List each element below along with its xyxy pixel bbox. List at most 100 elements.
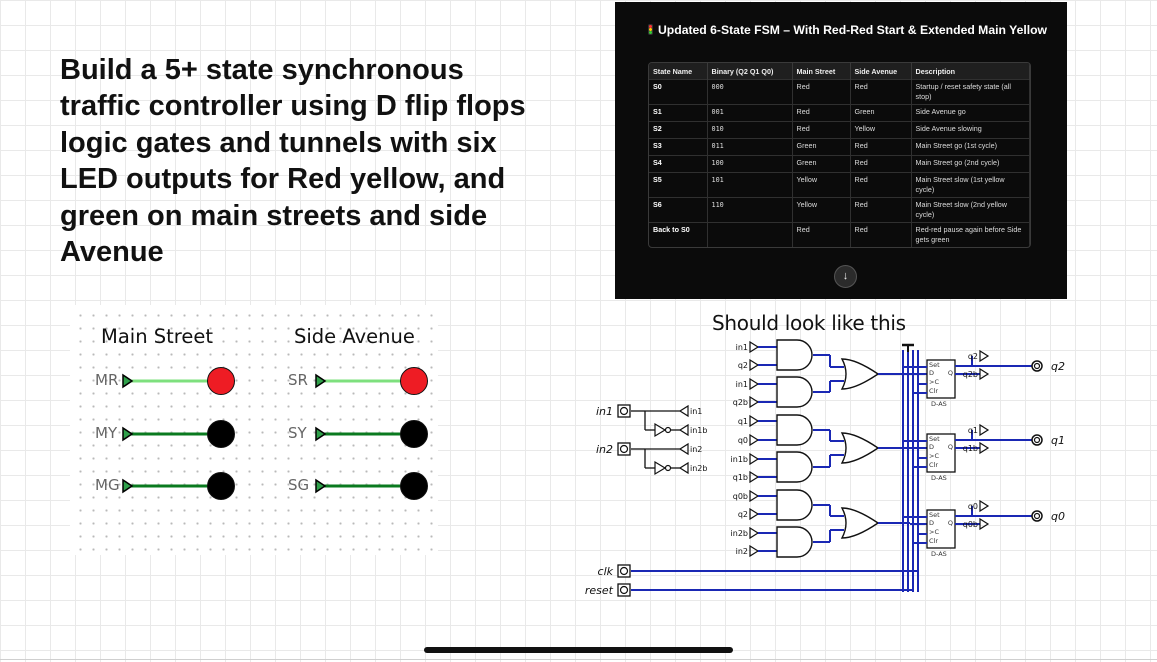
input-pin-label: reset: [585, 584, 614, 597]
tunnel-icon: [678, 461, 689, 475]
table-cell: Green: [792, 138, 851, 156]
table-cell: Red: [792, 104, 851, 122]
tunnel-label: q0: [968, 502, 978, 511]
flip-flop-pin-label: D: [929, 369, 934, 377]
table-cell: S6: [649, 197, 708, 223]
tunnel-icon: [979, 517, 990, 531]
table-cell: Side Avenue slowing: [911, 121, 1030, 139]
flip-flop-pin-label: Q: [948, 369, 953, 377]
table-cell: [707, 222, 793, 247]
led-mr: [207, 367, 235, 395]
table-cell: 100: [707, 155, 793, 173]
output-pin-label: q0: [1051, 510, 1065, 523]
scroll-down-button[interactable]: ↓: [834, 265, 857, 288]
table-cell: S0: [649, 79, 708, 105]
led-pin-label: MR: [95, 371, 119, 389]
and-gate: [776, 526, 813, 558]
table-cell: Red: [850, 138, 912, 156]
arrow-down-icon: ↓: [842, 270, 849, 282]
tunnel-icon: [749, 544, 760, 558]
tunnel-icon: [749, 470, 760, 484]
tunnel-icon: [749, 340, 760, 354]
output-pin: [1031, 434, 1043, 446]
gate-input-label: in2: [736, 547, 748, 556]
assignment-prompt: Build a 5+ state synchronous traffic con…: [60, 54, 526, 269]
table-cell: Startup / reset safety state (all stop): [911, 79, 1030, 105]
column-header: State Name: [649, 63, 708, 80]
table-cell: Main Street go (2nd cycle): [911, 155, 1030, 173]
tunnel-label: q2: [968, 352, 978, 361]
circuit-title: Should look like this: [712, 311, 906, 335]
table-cell: Red-red pause again before Side gets gre…: [911, 222, 1030, 247]
table-cell: Main Street slow (1st yellow cycle): [911, 172, 1030, 198]
flip-flop-pin-label: >C: [929, 378, 939, 386]
table-cell: 001: [707, 104, 793, 122]
gate-input-label: in1: [736, 380, 748, 389]
flip-flop-pin-label: >C: [929, 452, 939, 460]
tunnel-icon: [749, 358, 760, 372]
table-cell: Back to S0: [649, 222, 708, 247]
flip-flop-pin-label: D-AS: [931, 474, 947, 482]
tunnel-label: q1: [968, 426, 978, 435]
flip-flop-pin-label: Q: [948, 443, 953, 451]
table-cell: Red: [792, 222, 851, 247]
led-row-sr: SR: [288, 366, 428, 396]
tunnel-icon: [749, 507, 760, 521]
gate-input-label: q2: [738, 510, 748, 519]
tunnel-icon: [749, 433, 760, 447]
table-cell: Yellow: [792, 172, 851, 198]
led-wire: [122, 426, 216, 442]
led-my: [207, 420, 235, 448]
table-cell: Red: [850, 222, 912, 247]
gate-input-label: in1b: [731, 455, 748, 464]
input-pin-icon: [122, 373, 134, 389]
flip-flop-pin-label: D-AS: [931, 550, 947, 558]
led-pin-label: SY: [288, 424, 307, 442]
table-cell: Red: [850, 79, 912, 105]
led-wire: [122, 373, 216, 389]
input-pin: [617, 442, 631, 456]
input-pin: [617, 564, 631, 578]
flip-flop-pin-label: Clr: [929, 387, 938, 395]
tunnel-icon: [979, 441, 990, 455]
gate-input-label: q1b: [733, 473, 748, 482]
and-gate: [776, 489, 813, 521]
or-gate: [840, 358, 880, 390]
fsm-table-panel: Updated 6-State FSM – With Red-Red Start…: [615, 2, 1067, 299]
gate-input-label: q2b: [733, 398, 748, 407]
column-header: Binary (Q2 Q1 Q0): [707, 63, 793, 80]
tunnel-label: q2b: [963, 370, 978, 379]
led-pin-label: MY: [95, 424, 118, 442]
main-street-heading: Main Street: [101, 325, 214, 348]
input-pin-label: in1: [596, 405, 613, 418]
traffic-light-icon: [648, 24, 653, 35]
tunnel-label: in2b: [690, 464, 707, 473]
tunnel-icon: [979, 499, 990, 513]
flip-flop-pin-label: Set: [929, 435, 940, 443]
table-cell: 011: [707, 138, 793, 156]
led-pin-label: MG: [95, 476, 120, 494]
flip-flop-pin-label: >C: [929, 528, 939, 536]
fsm-title: Updated 6-State FSM – With Red-Red Start…: [648, 22, 1048, 39]
tunnel-label: q0b: [963, 520, 978, 529]
tunnel-icon: [749, 414, 760, 428]
flip-flop-pin-label: Set: [929, 511, 940, 519]
side-avenue-heading: Side Avenue: [294, 325, 415, 348]
tunnel-icon: [979, 367, 990, 381]
table-cell: Yellow: [792, 197, 851, 223]
led-wire: [315, 426, 409, 442]
led-mg: [207, 472, 235, 500]
d-flip-flop: [926, 359, 956, 399]
column-header: Description: [911, 63, 1030, 80]
home-indicator[interactable]: [424, 647, 733, 653]
d-flip-flop: [926, 509, 956, 549]
bottom-divider: [0, 659, 1157, 660]
led-sg: [400, 472, 428, 500]
table-cell: 110: [707, 197, 793, 223]
gate-input-label: q0: [738, 436, 748, 445]
or-gate: [840, 507, 880, 539]
